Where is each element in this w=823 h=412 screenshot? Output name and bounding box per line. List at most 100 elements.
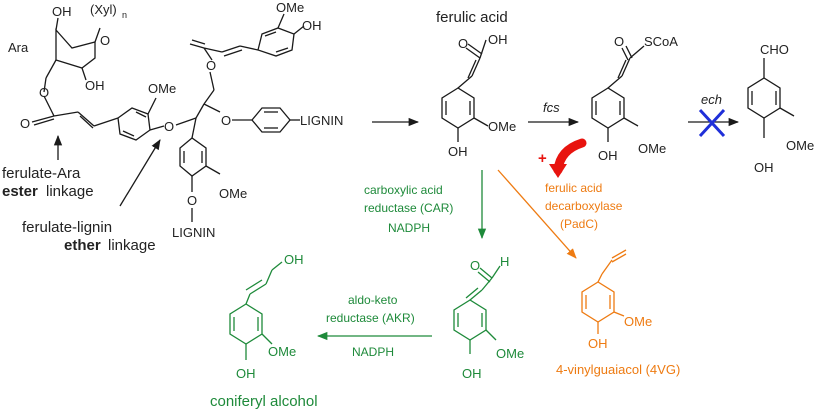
- bond: [597, 273, 603, 283]
- ferulic-acid-structure: ferulic acid OH O OMe OH: [436, 9, 516, 159]
- bond: [209, 71, 215, 91]
- bond: [245, 293, 251, 305]
- red-plus-marker: +: [538, 150, 547, 167]
- bond: [175, 117, 197, 126]
- bond: [625, 45, 633, 59]
- phenol-oh-label: OH: [754, 160, 774, 175]
- ring-oh-label: OH: [85, 78, 105, 93]
- vinylguaiacol-structure: OMe OH 4-vinylguaiacol (4VG): [556, 249, 680, 377]
- xylan-label: (Xyl): [90, 2, 117, 17]
- ether-oxygen-label: O: [221, 113, 231, 128]
- bond: [265, 269, 273, 285]
- bond: [611, 253, 627, 263]
- ether-pointer-arrow: [119, 139, 161, 207]
- bond: [203, 47, 213, 61]
- red-arrowhead: [549, 164, 567, 178]
- xylan-subscript: n: [122, 10, 127, 20]
- bond: [264, 31, 277, 37]
- bond: [249, 283, 267, 295]
- methoxy-label: OMe: [624, 314, 652, 329]
- ether-annotation-line1: ferulate-lignin: [22, 219, 112, 236]
- ring-oxygen-label: O: [100, 33, 110, 48]
- akr-label-line1: aldo-keto: [348, 293, 398, 307]
- akr-label-line2: reductase (AKR): [326, 311, 415, 325]
- akr-cofactor: NADPH: [352, 345, 394, 359]
- phenol-oh-label: OH: [236, 366, 256, 381]
- vinylguaiacol-name: 4-vinylguaiacol (4VG): [556, 362, 680, 377]
- bond: [195, 103, 205, 119]
- bond: [122, 130, 135, 137]
- aromatic-ring: [453, 299, 487, 341]
- ring-oh-label: OH: [52, 4, 72, 19]
- bond: [271, 261, 283, 271]
- bond: [607, 75, 623, 89]
- aromatic-ring: [229, 303, 263, 345]
- bond: [205, 165, 221, 175]
- bond: [467, 59, 477, 79]
- blocked-cross-icon: [698, 108, 726, 138]
- bond: [81, 67, 87, 81]
- bond: [221, 45, 241, 53]
- phenol-oh-label: OH: [448, 144, 468, 159]
- car-label-line2: reductase (CAR): [364, 201, 453, 215]
- bond: [275, 47, 289, 53]
- methoxy-label: OMe: [268, 344, 296, 359]
- lignin-label: LIGNIN: [300, 113, 343, 128]
- bond: [55, 17, 59, 31]
- bond: [93, 117, 119, 127]
- bond: [465, 287, 479, 299]
- ether-annotation-bold: ether: [64, 237, 101, 254]
- aromatic-ring: [441, 87, 475, 129]
- bond: [79, 115, 94, 129]
- thioester-oxygen-label: O: [614, 34, 624, 49]
- bond: [191, 117, 197, 139]
- bond: [613, 311, 625, 317]
- bond: [203, 89, 215, 105]
- bond: [629, 45, 645, 59]
- bond: [189, 43, 205, 49]
- bond: [479, 39, 487, 59]
- ether-oxygen-label: O: [187, 193, 197, 208]
- aromatic-ring: [747, 77, 781, 119]
- vanillin-structure: CHO OMe OH: [747, 42, 814, 175]
- bond: [465, 47, 481, 59]
- methoxy-label: OMe: [786, 138, 814, 153]
- methoxy-label: OMe: [488, 119, 516, 134]
- car-cofactor: NADPH: [388, 221, 430, 235]
- padc-arrow: [497, 169, 577, 259]
- bond: [481, 277, 493, 291]
- lignin-label: LIGNIN: [172, 225, 215, 240]
- bond: [617, 59, 627, 79]
- bond: [261, 333, 273, 345]
- bond: [469, 289, 483, 301]
- ester-oxygen-label: O: [206, 58, 216, 73]
- ether-oxygen-label: O: [164, 119, 174, 134]
- bond: [601, 259, 613, 275]
- padc-label-line1: ferulic acid: [545, 181, 602, 195]
- bond: [293, 25, 305, 35]
- arabinose-ring: [55, 28, 96, 69]
- bond: [621, 47, 629, 61]
- aromatic-ring: [591, 87, 625, 129]
- bond: [471, 57, 481, 77]
- methoxy-label: OMe: [148, 81, 176, 96]
- bond: [45, 59, 57, 79]
- bond: [485, 329, 497, 341]
- aromatic-ring: [581, 281, 615, 323]
- bond: [31, 115, 55, 123]
- coniferyl-alcohol-structure: OH OMe OH coniferyl alcohol: [210, 252, 318, 410]
- ester-annotation-line1: ferulate-Ara: [2, 165, 81, 182]
- bond: [239, 45, 259, 51]
- aldehyde-h-label: H: [500, 254, 509, 269]
- bond: [147, 97, 157, 115]
- fcs-enzyme-label: fcs: [543, 100, 560, 115]
- ester-annotation-line2: linkage: [46, 183, 94, 200]
- aromatic-ring: [117, 107, 151, 141]
- padc-label-line2: decarboxylase: [545, 199, 623, 213]
- bond: [33, 118, 55, 126]
- aldehyde-oxygen-label: O: [470, 258, 480, 273]
- bond: [43, 95, 55, 117]
- bond: [611, 249, 627, 259]
- phenol-oh-label: OH: [302, 18, 322, 33]
